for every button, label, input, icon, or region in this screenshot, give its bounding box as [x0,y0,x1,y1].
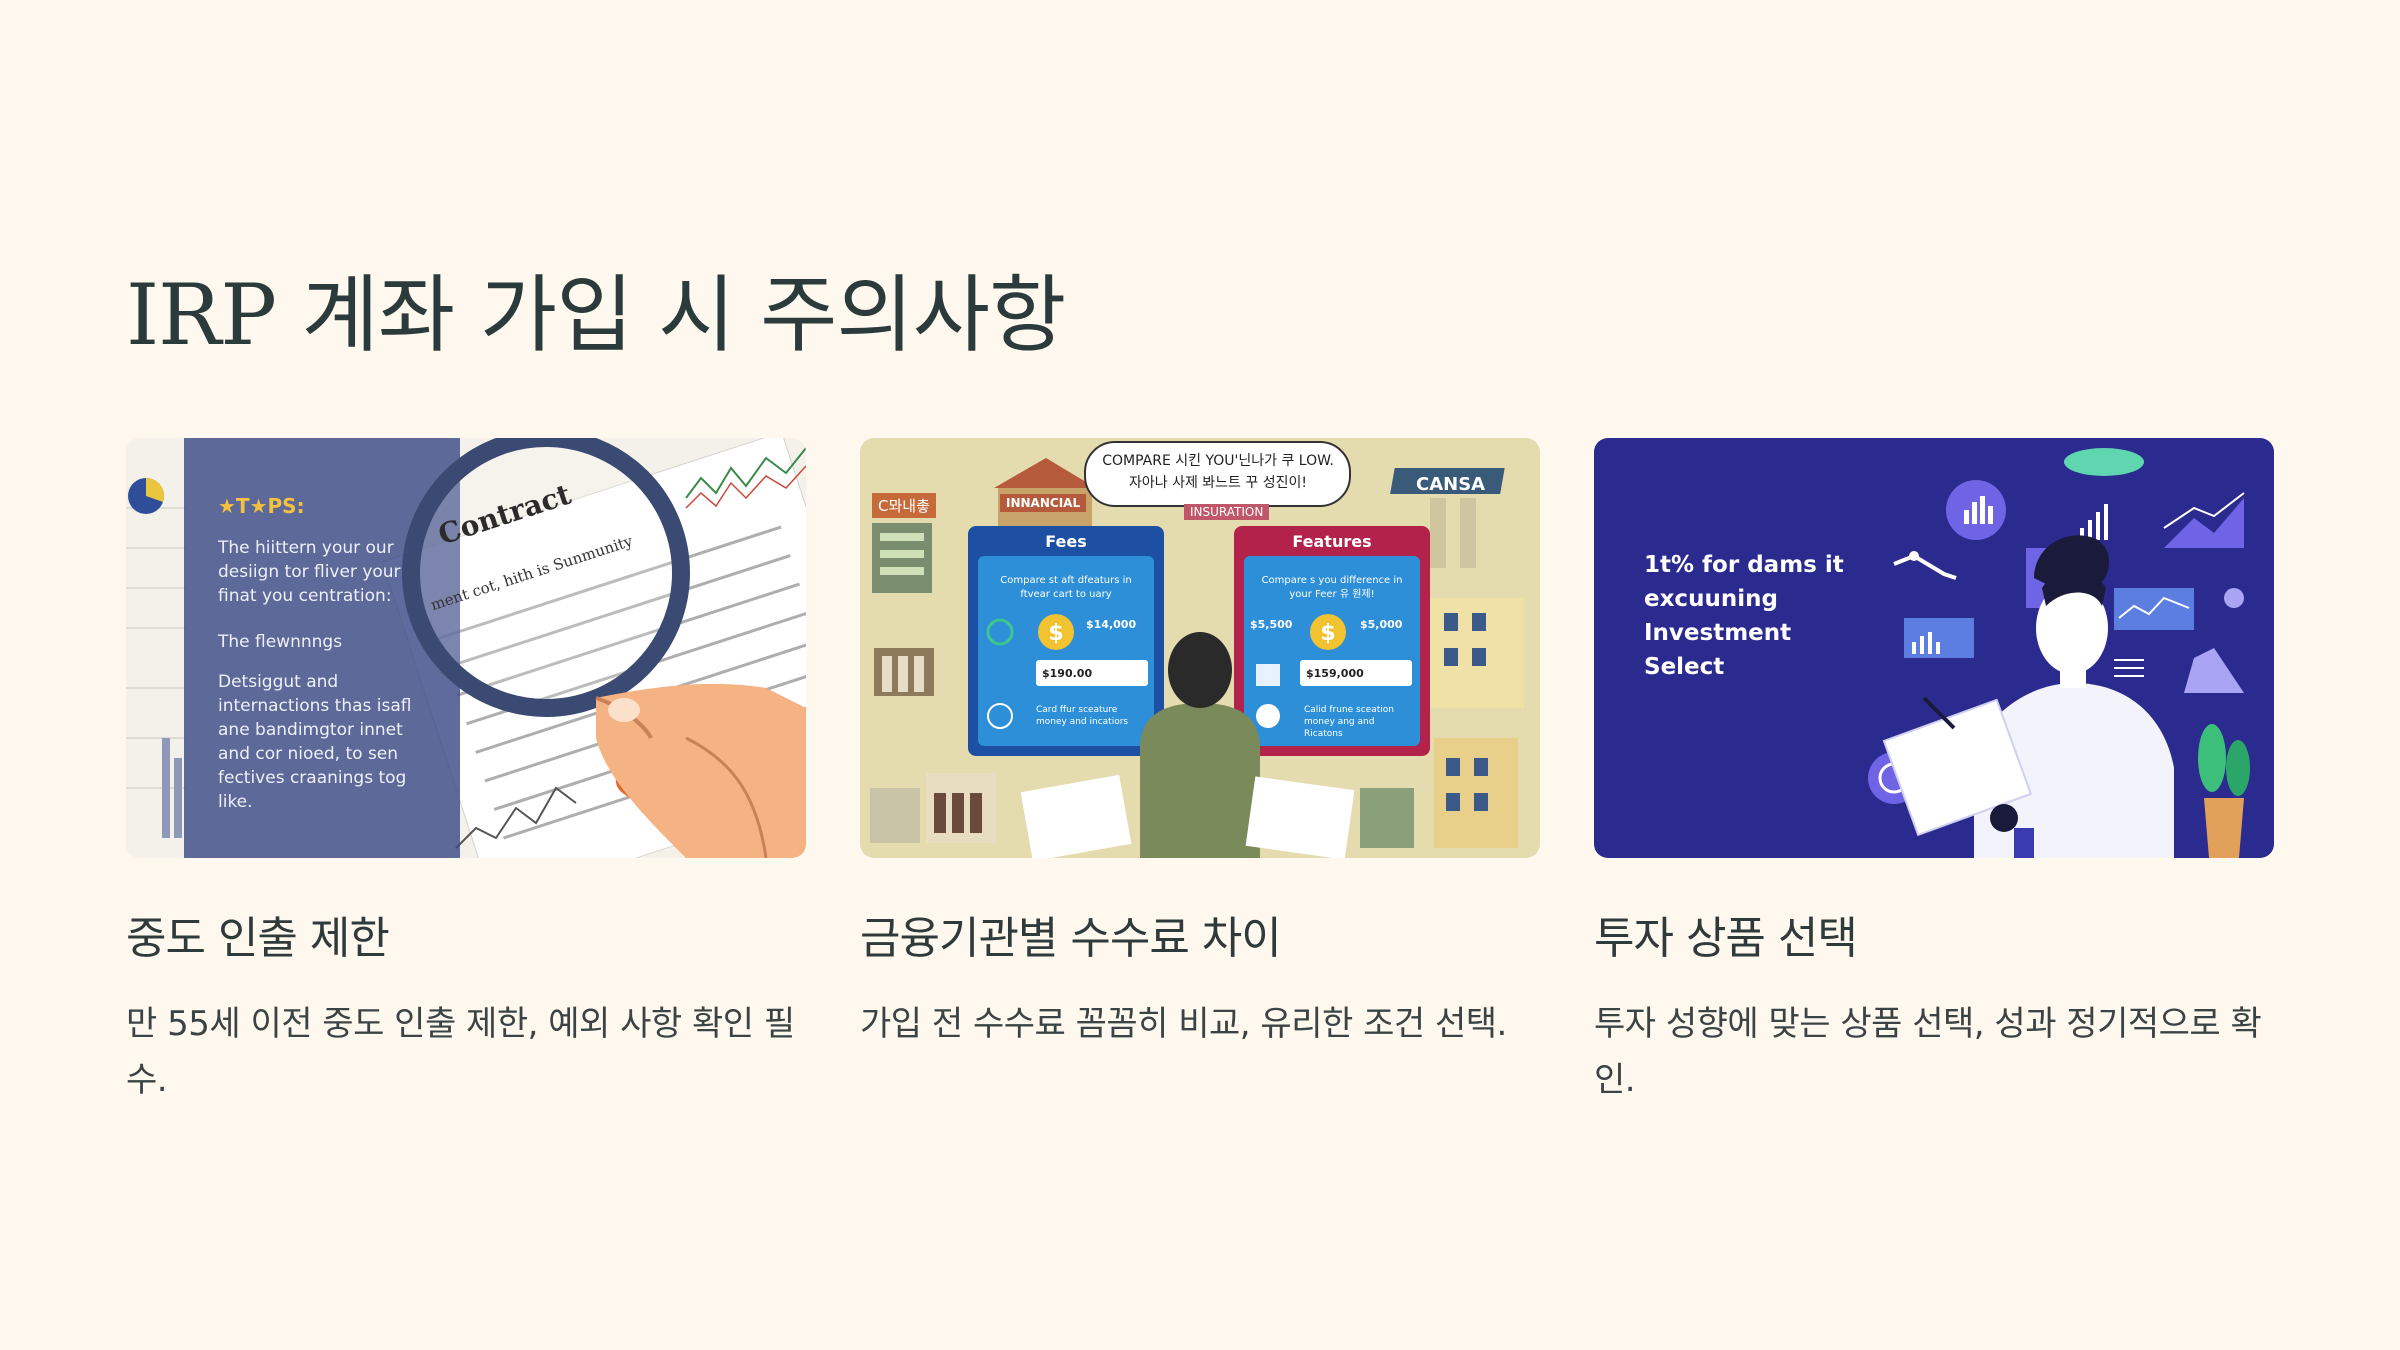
svg-text:$: $ [1048,621,1063,646]
svg-text:$: $ [1320,621,1335,646]
card-image-contract: ★T★PS: The hiittern your our desiign tor… [126,438,806,858]
card-image-investment: 1t% for dams it excuuning Investment Sel… [1594,438,2274,858]
investment-caption: 1t% for dams it excuuning Investment Sel… [1644,548,1874,684]
panel-fees-title: Fees [1045,532,1087,551]
card-title: 투자 상품 선택 [1594,913,1858,964]
sign-right: CANSA [1416,474,1486,495]
panel-fees-subtitle: Compare st aft dfeaturs in ftvear cart t… [1000,575,1132,600]
speech-bubble: COMPARE 시킨 YOU'닌나가 쿠 LOW. 자아나 사제 봐느트 꾸 성… [1098,450,1338,494]
speech-bubble-line-2: 자아나 사제 봐느트 꾸 성진이! [1129,475,1307,491]
panel-features-amount-left: $5,500 [1250,618,1293,631]
card-title: 중도 인출 제한 [126,913,390,964]
card-description: 투자 성향에 맞는 상품 선택, 성과 정기적으로 확인. [1594,1004,2262,1100]
tips-paragraph-3: Detsiggut and internactions thas isafl a… [218,672,412,812]
card-description: 가입 전 수수료 꼼꼼히 비교, 유리한 조건 선택. [860,1004,1507,1044]
investment-caption-line-1: 1t% for dams it [1644,552,1844,578]
investment-caption-line-2: excuuning [1644,586,1778,612]
sign-insurance: INSURATION [1184,504,1270,520]
panel-features-subtitle: Compare s you difference in your Feer 유 … [1261,575,1403,600]
tips-paragraph-1: The hiittern your our desiign tor fliver… [218,538,401,606]
card-image-fees: $ $ COMPARE 시킨 YOU'닌나가 쿠 LOW. 자아나 사제 봐느트… [860,438,1540,858]
sign-left: C뫄내촣 [872,493,936,518]
speech-bubble-line-1: COMPARE 시킨 YOU'닌나가 쿠 LOW. [1102,453,1334,469]
panel-fees-footer: Card ffur sceature money and incatiors [1036,705,1129,727]
panel-features-amount-right: $5,000 [1360,618,1403,631]
panel-features-input: $159,000 [1306,667,1364,680]
investment-caption-line-3: Investment Select [1644,620,1792,680]
panel-fees-input: $190.00 [1042,667,1093,680]
panel-features-footer: Calid frune sceation money ang and Ricat… [1304,705,1394,739]
page-title: IRP 계좌 가입 시 주의사항 [126,266,1066,364]
card-investment-selection: 1t% for dams it excuuning Investment Sel… [1594,438,2274,1108]
panel-fees-amount: $14,000 [1086,618,1137,631]
card-fee-difference: $ $ COMPARE 시킨 YOU'닌나가 쿠 LOW. 자아나 사제 봐느트… [860,438,1540,1052]
card-title: 금융기관별 수수료 차이 [860,913,1282,964]
tips-heading: ★T★PS: [218,494,305,518]
card-description: 만 55세 이전 중도 인출 제한, 예외 사항 확인 필수. [126,1004,795,1100]
card-early-withdrawal: ★T★PS: The hiittern your our desiign tor… [126,438,806,1108]
tips-paragraph-2: The flewnnngs [218,632,343,652]
sign-financial: INNANCIAL [1000,494,1087,512]
panel-features-title: Features [1292,532,1372,551]
